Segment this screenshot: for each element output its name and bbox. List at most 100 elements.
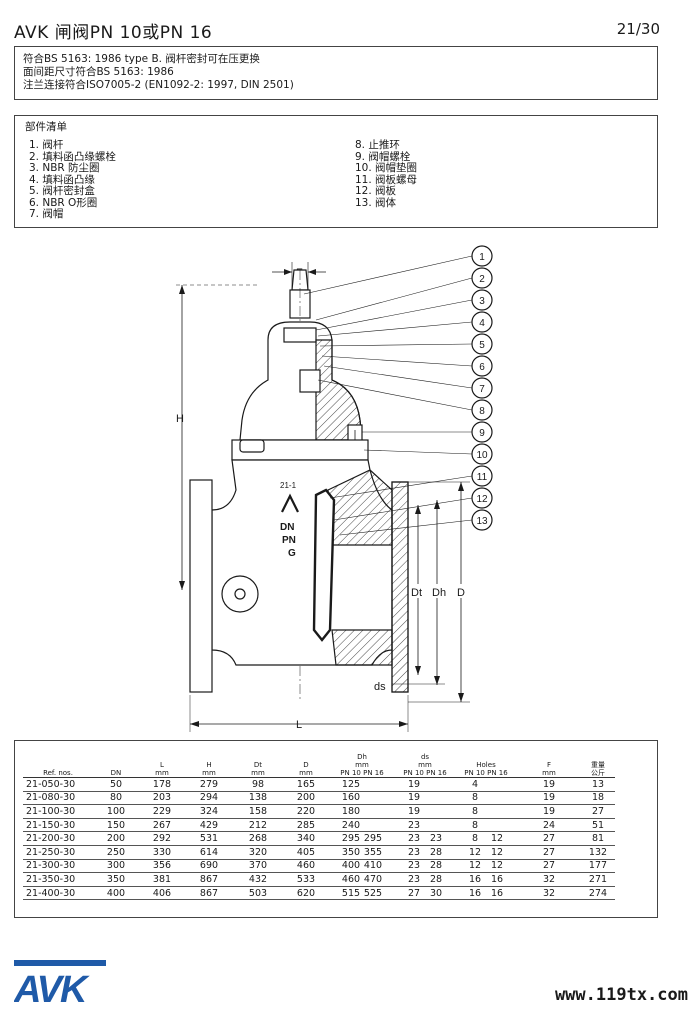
- table-cell: 180: [341, 805, 361, 817]
- dim-h-label: H: [176, 413, 184, 425]
- table-cell: 271: [588, 873, 608, 885]
- callout-number: 12: [476, 494, 488, 505]
- table-cell: 19: [407, 805, 421, 817]
- part-item: 4. 填料函凸缘: [29, 173, 95, 186]
- callout-number: 1: [479, 252, 485, 263]
- table-cell: 381: [152, 873, 172, 885]
- part-item: 10. 阀帽垫圈: [355, 162, 418, 174]
- part-item: 3. NBR 防尘圈: [29, 162, 100, 174]
- table-cell: 21-350-30: [26, 873, 76, 885]
- parts-list-title: 部件清单: [25, 121, 67, 133]
- table-cell: 356: [152, 860, 172, 872]
- table-cell: 405: [296, 846, 316, 858]
- dim-dt-label: Dt: [411, 587, 422, 599]
- table-cell: 100: [106, 805, 126, 817]
- dim-l-label: L: [296, 719, 302, 731]
- dim-ds-label: ds: [374, 681, 386, 693]
- avk-logo: AVK: [14, 960, 106, 1004]
- table-cell: 267: [152, 819, 172, 831]
- dim-h: H: [176, 284, 260, 590]
- table-cell: 8: [471, 819, 479, 831]
- parts-column-1: 1. 阀杆 2. 填料函凸缘螺栓 3. NBR 防尘圈 4. 填料函凸缘 5. …: [29, 139, 116, 221]
- col-header-ref: Ref. nos.: [23, 749, 93, 778]
- part-item: 7. 阀帽: [29, 208, 64, 220]
- callout-numbers: 1 2 3 4 5 6 7 8 9 10 11 12 13: [476, 252, 488, 527]
- table-cell: 220: [296, 805, 316, 817]
- table-cell: 4: [471, 778, 479, 790]
- callout-leaders: [303, 255, 473, 536]
- table-cell: 429: [199, 819, 219, 831]
- col-header-dn: DN: [93, 749, 139, 778]
- table-cell: 460: [296, 860, 316, 872]
- table-cell: 27: [542, 860, 556, 872]
- standards-box: 符合BS 5163: 1986 type B. 阀杆密封可在压更换 面间距尺寸符…: [14, 46, 658, 100]
- body-code-text: 21-1: [280, 481, 297, 490]
- table-cell: 80: [109, 792, 123, 804]
- valve-body: 21-1 DN PN G: [189, 459, 409, 693]
- valve-drawing: F H 21-1 DN PN: [176, 245, 493, 732]
- callout-number: 2: [479, 274, 485, 285]
- table-cell: 27: [542, 846, 556, 858]
- callout-number: 11: [477, 472, 488, 483]
- table-cell: 32: [542, 887, 556, 899]
- table-cell: 32: [542, 873, 556, 885]
- table-cell: 867: [199, 887, 219, 899]
- table-cell: 19: [542, 792, 556, 804]
- col-header-weight: 重量公斤: [581, 749, 615, 778]
- part-item: 5. 阀杆密封盒: [29, 185, 95, 197]
- table-cell: 21-050-30: [26, 778, 76, 790]
- callout-number: 3: [479, 296, 485, 307]
- dim-l: L: [189, 695, 409, 732]
- dim-d-label: D: [457, 587, 465, 599]
- table-cell: 400: [106, 887, 126, 899]
- dim-dh-label: Dh: [432, 587, 446, 599]
- table-cell: 268: [248, 833, 268, 845]
- table-cell: 158: [248, 805, 268, 817]
- part-item: 9. 阀帽螺栓: [355, 150, 411, 163]
- table-cell: 50: [109, 778, 123, 790]
- parts-list-box: 部件清单 1. 阀杆 2. 填料函凸缘螺栓 3. NBR 防尘圈 4. 填料函凸…: [14, 115, 658, 228]
- svg-text:AVK: AVK: [14, 969, 90, 1004]
- callout-number: 9: [479, 428, 485, 439]
- table-cell: 279: [199, 778, 219, 790]
- valve-bonnet: [231, 321, 369, 475]
- table-cell: 203: [152, 792, 172, 804]
- table-cell: 178: [152, 778, 172, 790]
- table-cell: 300: [106, 860, 126, 872]
- callout-number: 5: [479, 340, 485, 351]
- table-cell: 240: [341, 819, 361, 831]
- table-cell: 21-150-30: [26, 819, 76, 831]
- table-cell: 406: [152, 887, 172, 899]
- callout-number: 6: [479, 362, 485, 373]
- table-cell: 98: [251, 778, 265, 790]
- page-title: AVK 闸阀PN 10或PN 16: [14, 23, 213, 43]
- part-item: 13. 阀体: [355, 196, 397, 209]
- table-cell: 13: [591, 778, 605, 790]
- table-cell: 432: [248, 873, 268, 885]
- standard-line: 注兰连接符合ISO7005-2 (EN1092-2: 1997, DIN 250…: [23, 79, 294, 91]
- table-cell: 18: [591, 792, 605, 804]
- table-cell: 200: [296, 792, 316, 804]
- table-cell: 21-200-30: [26, 833, 76, 845]
- table-cell: 212: [248, 819, 268, 831]
- table-cell: 19: [407, 778, 421, 790]
- table-cell: 330: [152, 846, 172, 858]
- table-cell: 19: [542, 805, 556, 817]
